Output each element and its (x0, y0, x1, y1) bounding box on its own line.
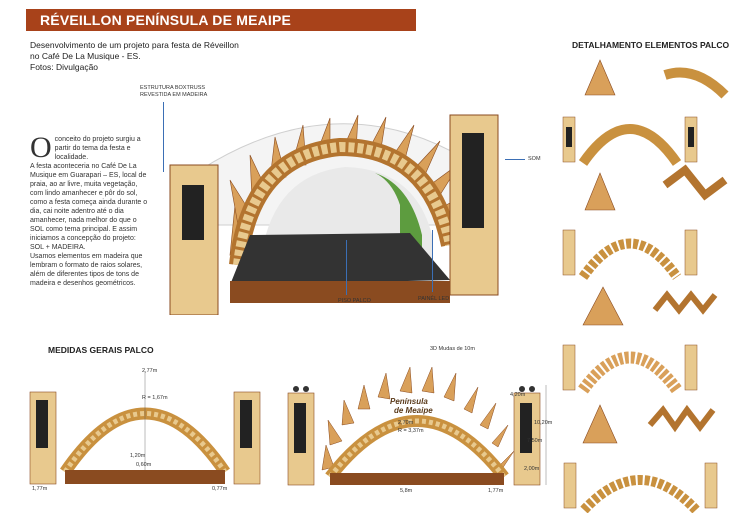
dim-left-inner: R = 1,67m (142, 395, 168, 401)
elevation-detailed (287, 366, 547, 486)
details-bottom-thumb (563, 462, 718, 513)
dim-left-small: 1,20m (130, 453, 146, 459)
label-sound: SOM (528, 156, 541, 162)
concept-text: O conceito do projeto surgiu a partir do… (30, 131, 148, 288)
arrow-sound (505, 159, 525, 160)
label-structure-line2: REVESTIDA EM MADEIRA (140, 92, 208, 98)
details-panel (562, 59, 729, 444)
concept-p3: Usamos elementos em madeira que lembram … (30, 253, 143, 287)
concept-p1: conceito do projeto surgiu a partir do t… (54, 136, 141, 161)
details-title: DETALHAMENTO ELEMENTOS PALCO (572, 40, 730, 50)
dim-right-span: 5,8m (400, 488, 413, 494)
intro-text: Desenvolvimento de um projeto para festa… (30, 40, 260, 73)
logo-line-1: Península (390, 397, 428, 406)
arrow-led (432, 230, 433, 292)
stage-render (169, 114, 499, 315)
dropcap: O (30, 131, 52, 164)
intro-line-3: Fotos: Divulgação (30, 62, 99, 72)
dim-right-w: 4,20m (510, 392, 526, 398)
label-structure: ESTRUTURA BOXTRUSS REVESTIDA EM MADEIRA (140, 85, 207, 99)
dim-right-r: R = 3,37m (398, 428, 424, 434)
intro-line-1: Desenvolvimento de um projeto para festa… (30, 40, 239, 50)
dim-left-side2: 0,77m (212, 486, 228, 492)
dim-right-side: 7,50m (527, 438, 543, 444)
dim-right-base: 2,00m (524, 466, 540, 472)
logo-line-2: de Meaipe (394, 406, 433, 415)
elevation-simple (29, 372, 261, 485)
dim-left-height: 2,77m (142, 368, 158, 374)
arrow-floor (346, 240, 347, 295)
dim-left-base: 0,60m (136, 462, 152, 468)
dim-right-edge: 1,77m (488, 488, 504, 494)
dim-right-total: 10,20m (534, 420, 553, 426)
concept-p2: A festa aconteceria no Café De La Musiqu… (30, 163, 148, 251)
dim-right-mid: 2,70m (398, 420, 414, 426)
label-structure-line1: ESTRUTURA BOXTRUSS (140, 85, 206, 91)
label-led: PAINÉL LED (418, 296, 450, 302)
dim-right-top: 3D Mudas de 10m (430, 346, 475, 352)
arrow-structure (163, 102, 164, 172)
page-title: RÉVEILLON PENÍNSULA DE MEAIPE (40, 12, 292, 28)
title-bar: RÉVEILLON PENÍNSULA DE MEAIPE (26, 9, 416, 31)
measures-title: MEDIDAS GERAIS PALCO (48, 345, 154, 355)
intro-line-2: no Café De La Musique - ES. (30, 51, 141, 61)
label-floor: PISO PALCO (338, 298, 371, 304)
dim-left-side1: 1,77m (32, 486, 48, 492)
